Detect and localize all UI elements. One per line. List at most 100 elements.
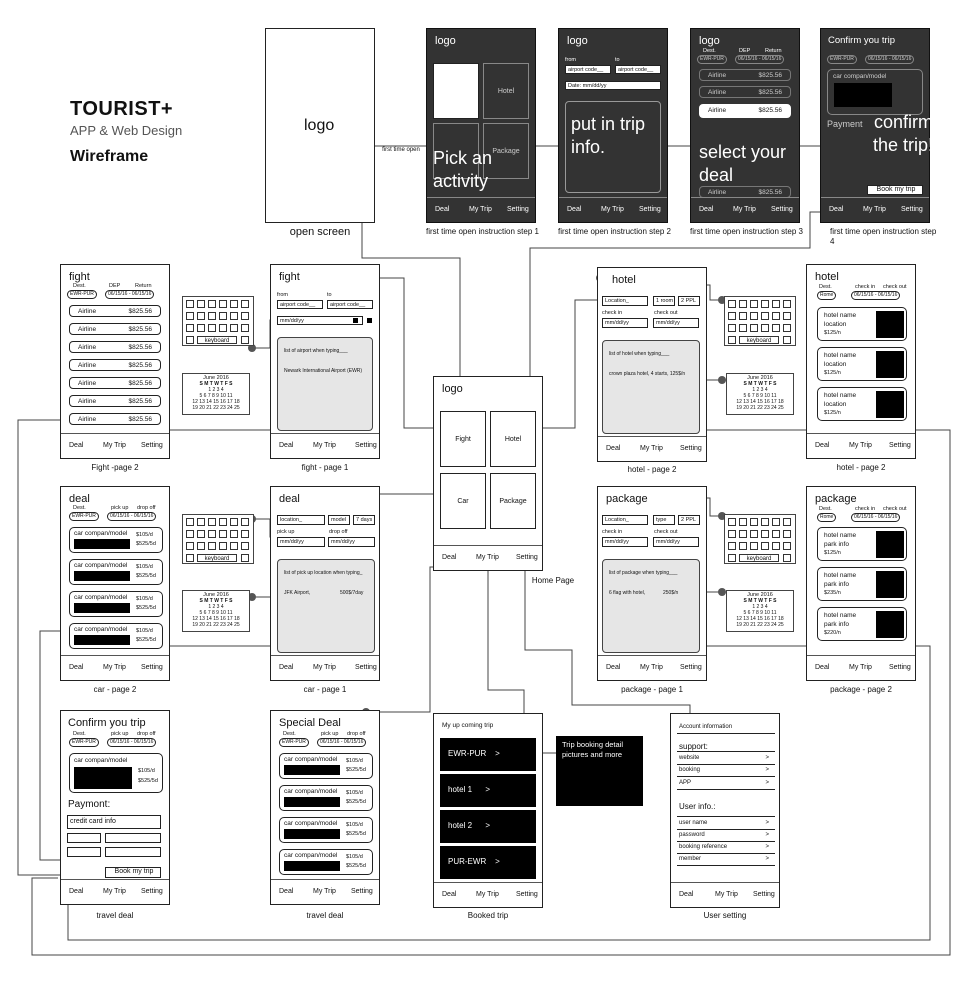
- confirm-card-input[interactable]: credit card info: [67, 815, 161, 829]
- nav-deal[interactable]: Deal: [279, 664, 294, 671]
- hotel1-location-input[interactable]: Location_: [602, 296, 648, 306]
- fight1-to-input[interactable]: airport code__: [327, 300, 373, 309]
- open-screen[interactable]: logo: [265, 28, 375, 223]
- nav-setting[interactable]: Setting: [771, 206, 793, 213]
- step3-airline[interactable]: Airline$825.56: [699, 69, 791, 81]
- user-info-item[interactable]: user name>: [677, 816, 775, 830]
- deal1-screen[interactable]: deal location_ model 7 days pick up drop…: [270, 486, 380, 681]
- nav-trip[interactable]: My Trip: [313, 888, 336, 895]
- nav-trip[interactable]: My Trip: [601, 206, 624, 213]
- home-hotel-tile[interactable]: Hotel: [490, 411, 536, 467]
- nav-setting[interactable]: Setting: [901, 206, 923, 213]
- nav-deal[interactable]: Deal: [279, 442, 294, 449]
- special-car-card[interactable]: car compan/model$105/d$525/5d: [279, 785, 373, 811]
- deal2-screen[interactable]: deal Dest. pick up drop off EWR-PUR 06/1…: [60, 486, 170, 681]
- confirm-field[interactable]: [105, 833, 161, 843]
- nav-deal[interactable]: Deal: [69, 442, 84, 449]
- nav-setting[interactable]: Setting: [351, 888, 373, 895]
- user-support-item[interactable]: APP>: [677, 777, 775, 790]
- package1-location-input[interactable]: Location_: [602, 515, 648, 525]
- nav-setting[interactable]: Setting: [753, 891, 775, 898]
- user-support-item[interactable]: website>: [677, 751, 775, 765]
- confirm-field[interactable]: [67, 847, 101, 857]
- package1-checkin-input[interactable]: mm/dd/yy: [602, 537, 648, 547]
- step1-car-tile[interactable]: [433, 123, 479, 179]
- user-screen[interactable]: Account information support: website> bo…: [670, 713, 780, 908]
- step1-package-tile[interactable]: Package: [483, 123, 529, 179]
- fight2-airline-row[interactable]: Airline$825.56: [69, 395, 161, 407]
- fight2-airline-row[interactable]: Airline$825.56: [69, 377, 161, 389]
- nav-trip[interactable]: My Trip: [313, 664, 336, 671]
- nav-trip[interactable]: My Trip: [476, 891, 499, 898]
- deal1-model-input[interactable]: model: [328, 515, 350, 525]
- nav-trip[interactable]: My Trip: [640, 445, 663, 452]
- step3-airline[interactable]: Airline$825.56: [699, 86, 791, 98]
- nav-trip[interactable]: My Trip: [849, 442, 872, 449]
- confirm-car-card[interactable]: car compan/model $105/d $525/5d: [69, 753, 163, 793]
- deal1-location-input[interactable]: location_: [277, 515, 325, 525]
- nav-setting[interactable]: Setting: [639, 206, 661, 213]
- fight1-screen[interactable]: fight from to airport code__ airport cod…: [270, 264, 380, 459]
- home-car-tile[interactable]: Car: [440, 473, 486, 529]
- booked-screen[interactable]: My up coming trip EWR-PUR > hotel 1 > ho…: [433, 713, 543, 908]
- step1-hotel-tile[interactable]: Hotel: [483, 63, 529, 119]
- nav-setting[interactable]: Setting: [507, 206, 529, 213]
- nav-setting[interactable]: Setting: [889, 442, 911, 449]
- nav-setting[interactable]: Setting: [141, 664, 163, 671]
- step4-car-card[interactable]: car compan/model: [827, 69, 923, 115]
- special-car-card[interactable]: car compan/model$105/d$525/5d: [279, 849, 373, 875]
- fight2-airline-row[interactable]: Airline$825.56: [69, 359, 161, 371]
- hotel1-room-input[interactable]: 1 room: [653, 296, 675, 306]
- deal1-dropoff-input[interactable]: mm/dd/yy: [328, 537, 375, 547]
- hotel1-ppl-input[interactable]: 2 PPL: [678, 296, 700, 306]
- fight2-airline-row[interactable]: Airline$825.56: [69, 305, 161, 317]
- booked-item[interactable]: hotel 2 >: [440, 810, 536, 843]
- nav-setting[interactable]: Setting: [680, 445, 702, 452]
- nav-deal[interactable]: Deal: [69, 664, 84, 671]
- nav-deal[interactable]: Deal: [435, 206, 450, 213]
- nav-deal[interactable]: Deal: [442, 891, 457, 898]
- deal2-car-card[interactable]: car compan/model$105/d$525/5d: [69, 623, 163, 649]
- step4-screen[interactable]: Confirm you trip EWR-PUR 06/15/16 - 06/1…: [820, 28, 933, 223]
- fight1-from-input[interactable]: airport code__: [277, 300, 323, 309]
- fight2-airline-row[interactable]: Airline$825.56: [69, 341, 161, 353]
- package1-checkout-input[interactable]: mm/dd/yy: [653, 537, 699, 547]
- special-car-card[interactable]: car compan/model$105/d$525/5d: [279, 753, 373, 779]
- nav-deal[interactable]: Deal: [829, 206, 844, 213]
- nav-deal[interactable]: Deal: [699, 206, 714, 213]
- home-package-tile[interactable]: Package: [490, 473, 536, 529]
- user-support-item[interactable]: booking>: [677, 764, 775, 777]
- nav-trip[interactable]: My Trip: [715, 891, 738, 898]
- nav-trip[interactable]: My Trip: [103, 888, 126, 895]
- nav-trip[interactable]: My Trip: [469, 206, 492, 213]
- user-info-item[interactable]: password>: [677, 829, 775, 842]
- nav-setting[interactable]: Setting: [516, 554, 538, 561]
- step1-fight-tile[interactable]: Fight: [433, 63, 479, 119]
- package1-type-input[interactable]: type: [653, 515, 675, 525]
- step3-screen[interactable]: logo Dest. DEP Return EWR-PUR 06/15/16 -…: [690, 28, 800, 223]
- step1-screen[interactable]: logo Fight Hotel Package Pick an activit…: [426, 28, 536, 223]
- step2-screen[interactable]: logo from to airport code__ airport code…: [558, 28, 668, 223]
- special-screen[interactable]: Special Deal Dest. pick up drop off EWR-…: [270, 710, 380, 905]
- nav-trip[interactable]: My Trip: [103, 442, 126, 449]
- booked-item[interactable]: PUR-EWR >: [440, 846, 536, 879]
- car-keyboard[interactable]: keyboard: [182, 514, 254, 564]
- nav-trip[interactable]: My Trip: [313, 442, 336, 449]
- nav-deal[interactable]: Deal: [606, 664, 621, 671]
- nav-deal[interactable]: Deal: [567, 206, 582, 213]
- package1-screen[interactable]: package Location_ type 2 PPL check in ch…: [597, 486, 707, 681]
- fight1-date-input[interactable]: mm/dd/yy: [277, 316, 363, 325]
- step2-to-input[interactable]: airport code__: [615, 65, 661, 74]
- confirm-field[interactable]: [105, 847, 161, 857]
- home-screen[interactable]: logo Fight Hotel Car Package Deal My Tri…: [433, 376, 543, 571]
- step3-airline-selected[interactable]: Airline$825.56: [699, 104, 791, 118]
- nav-deal[interactable]: Deal: [679, 891, 694, 898]
- package2-screen[interactable]: package Dest. check in check out Rome 06…: [806, 486, 916, 681]
- confirm-screen[interactable]: Confirm you trip Dest. pick up drop off …: [60, 710, 170, 905]
